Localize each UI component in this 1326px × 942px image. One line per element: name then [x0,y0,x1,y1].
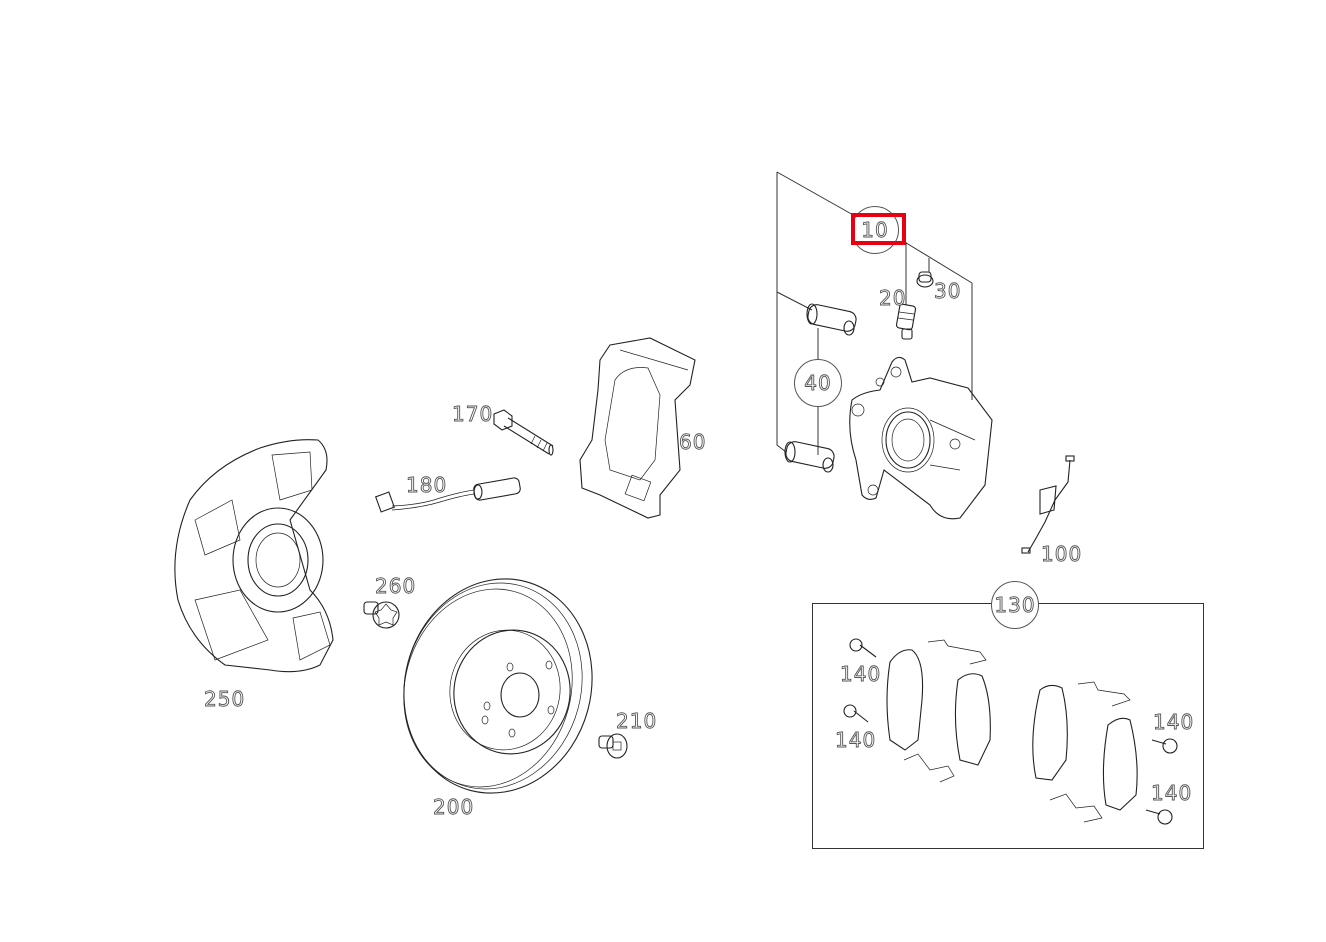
callout-250[interactable]: 250 [204,687,246,711]
callout-140-lower-left[interactable]: 140 [835,728,877,752]
callout-170[interactable]: 170 [452,402,494,426]
callout-30[interactable]: 30 [934,279,962,303]
dust-cap-drawing [916,271,934,288]
wear-sensor-drawing [374,477,521,513]
callout-260[interactable]: 260 [375,574,417,598]
callout-140-upper-right[interactable]: 140 [1153,710,1195,734]
shield-bolt-drawing [363,601,400,629]
brake-pad-set-group-box [812,603,1204,849]
disc-screw-drawing [598,733,628,759]
brake-caliper-drawing [849,356,993,520]
callout-10[interactable]: 10 [851,206,899,254]
callout-140-lower-right[interactable]: 140 [1151,781,1193,805]
caliper-group-leader-lines [776,171,973,455]
callout-210[interactable]: 210 [616,709,658,733]
callout-100[interactable]: 100 [1041,542,1083,566]
callout-20[interactable]: 20 [879,286,907,310]
guide-pin-lower-drawing [784,441,835,473]
pad-spring-clip-drawing [1021,455,1075,554]
callout-60[interactable]: 60 [679,430,707,454]
bleeder-valve-drawing [895,303,917,340]
caliper-bracket-drawing [579,337,696,519]
callout-200[interactable]: 200 [433,795,475,819]
callout-40[interactable]: 40 [794,359,842,407]
callout-40-label: 40 [804,371,832,396]
callout-130[interactable]: 130 [991,581,1039,629]
brake-pads-drawing [843,638,1178,825]
splash-shield-drawing [174,439,334,673]
callout-10-label: 10 [861,218,889,243]
guide-pin-upper-drawing [806,303,857,336]
callout-140-upper-left[interactable]: 140 [840,662,882,686]
callout-180[interactable]: 180 [406,473,448,497]
bracket-bolt-drawing [493,409,554,456]
callout-130-label: 130 [994,593,1036,618]
brake-disc-drawing [403,578,593,794]
